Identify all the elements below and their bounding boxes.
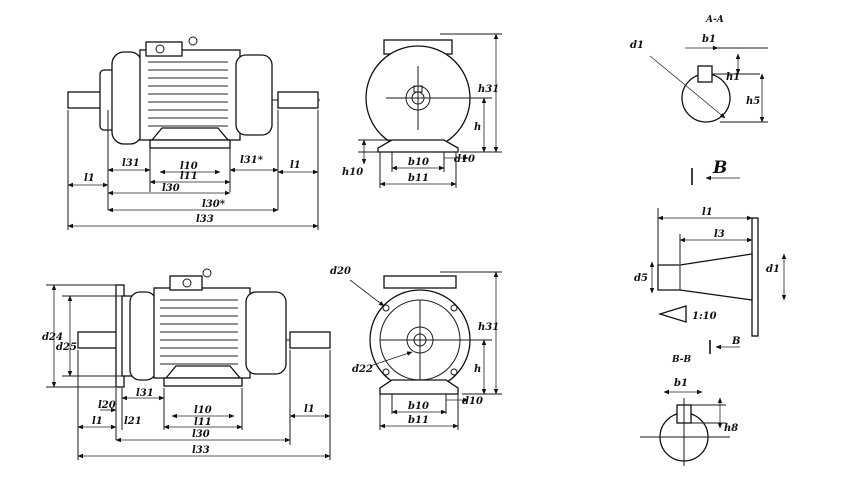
top-motor-side-view: l1 l31 l10 l11 l30 l31* l1 l30* l33 — [67, 36, 320, 230]
label-h10: h10 — [342, 167, 363, 178]
label-b10-top: b10 — [408, 157, 429, 168]
label-d1-aa: d1 — [630, 40, 644, 51]
label-l31-bottom: l31 — [136, 388, 154, 399]
label-h31-top: h31 — [478, 84, 499, 95]
bottom-motor-front-view: d20 d22 h31 h b10 b11 d10 — [330, 266, 502, 430]
label-h5: h5 — [746, 96, 760, 107]
section-b-b-title: B-B — [671, 355, 692, 365]
section-a-a-title: A-A — [705, 15, 724, 25]
view-b-shaft: B l1 l3 d5 d1 1:10 B — [634, 158, 787, 354]
cooling-fins-bottom — [160, 299, 238, 365]
label-b10-bottom: b10 — [408, 401, 429, 412]
label-l1-left: l1 — [84, 173, 95, 184]
section-b-b: B-B b1 h8 — [640, 355, 738, 466]
label-l33-bottom: l33 — [192, 445, 210, 456]
label-d5: d5 — [634, 273, 648, 284]
label-l20: l20 — [98, 400, 116, 411]
label-h1: h1 — [726, 72, 740, 83]
label-d25: d25 — [56, 342, 77, 353]
label-h31-bottom: h31 — [478, 322, 499, 333]
label-l31-star: l31* — [240, 155, 264, 166]
label-h8: h8 — [724, 423, 738, 434]
label-b1-aa: b1 — [702, 34, 716, 45]
label-b11-bottom: b11 — [408, 415, 429, 426]
label-d20: d20 — [330, 266, 351, 277]
label-b1-bb: b1 — [674, 378, 688, 389]
label-b11-top: b11 — [408, 173, 429, 184]
label-l33: l33 — [196, 214, 214, 225]
label-l30-bottom: l30 — [192, 429, 210, 440]
label-d22: d22 — [352, 364, 373, 375]
label-d24: d24 — [42, 332, 63, 343]
label-l1-bottom-left: l1 — [92, 416, 103, 427]
arrow-b-label: B — [731, 336, 740, 347]
label-l21: l21 — [124, 416, 142, 427]
label-h-bottom: h — [474, 364, 481, 375]
label-l31: l31 — [122, 158, 140, 169]
label-h-top: h — [474, 122, 481, 133]
label-l1-shaft: l1 — [702, 207, 713, 218]
section-a-a: A-A d1 b1 h1 h5 — [630, 15, 768, 123]
label-l30-star: l30* — [202, 199, 226, 210]
label-l30: l30 — [162, 183, 180, 194]
bottom-motor-side-view: d24 d25 l31 l20 l10 l1 l21 l11 l1 l30 l3… — [42, 268, 331, 460]
label-l1-bottom-right: l1 — [304, 404, 315, 415]
taper-ratio: 1:10 — [692, 311, 717, 322]
top-motor-front-view: h31 h h10 b10 b11 d10 — [342, 33, 502, 188]
label-l11-bottom: l11 — [194, 417, 212, 428]
label-d1-shaft: d1 — [766, 264, 780, 275]
label-l11: l11 — [180, 171, 198, 182]
label-l1-right: l1 — [290, 160, 301, 171]
cooling-fins — [148, 61, 228, 127]
label-d10-top: d10 — [454, 154, 475, 165]
view-b-title: B — [712, 158, 727, 178]
label-l10-bottom: l10 — [194, 405, 212, 416]
label-l10: l10 — [180, 161, 198, 172]
label-d10-bottom: d10 — [462, 396, 483, 407]
label-l3: l3 — [714, 229, 725, 240]
